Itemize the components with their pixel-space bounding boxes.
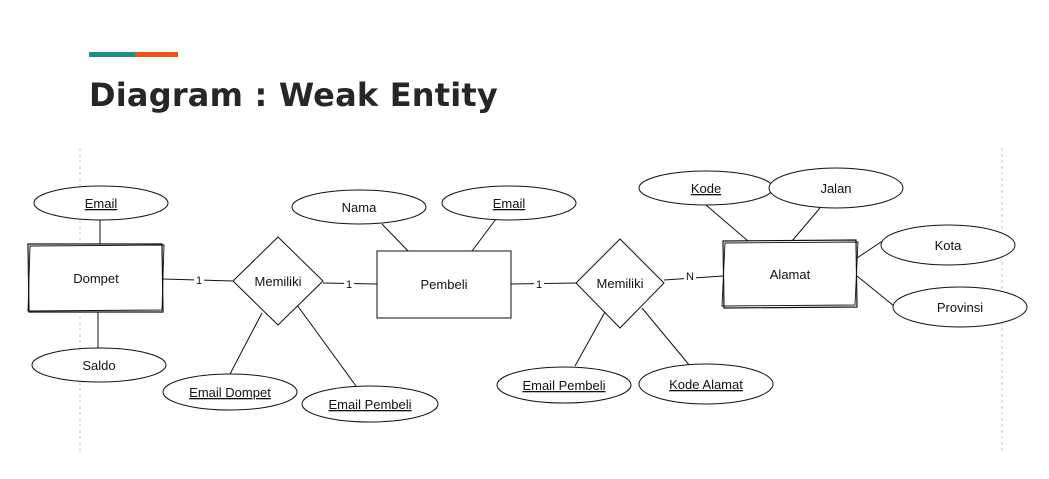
connector-alamat-provinsi [856,275,895,307]
connector-pembeli-email [471,218,497,252]
attribute-pembeli-email-label: Email [493,196,526,211]
attribute-pembeli-nama-label: Nama [342,200,377,215]
attribute-dompet-email-label: Email [85,196,118,211]
attribute-rel1-email-dompet-label: Email Dompet [189,385,271,400]
cardinality-bg-4 [684,269,696,282]
relationship-memiliki-2: Memiliki [575,238,665,329]
cardinality-pembeli-rel2: 1 [536,279,542,291]
attribute-rel2-kode-alamat [638,363,774,405]
attribute-dompet-saldo [31,347,167,383]
attribute-pembeli-email [441,185,577,221]
relationship-memiliki-2-label: Memiliki [597,276,644,291]
attribute-rel2-email-pembeli-label: Email Pembeli [522,378,605,393]
accent-bar-orange [135,52,178,57]
connector-rel1-email-pembeli [296,304,357,387]
entity-alamat: Alamat [721,239,859,309]
relationship-memiliki-1-label: Memiliki [255,274,302,289]
attribute-alamat-provinsi [892,286,1028,328]
attribute-pembeli-nama [291,189,427,225]
attribute-rel1-email-dompet [162,373,298,411]
entity-pembeli-border [376,250,512,319]
cardinality-bg-2 [344,277,354,290]
attribute-alamat-kota-label: Kota [935,238,963,253]
cardinality-dompet-rel1: 1 [196,275,202,287]
cardinality-rel1-pembeli: 1 [346,279,352,291]
cardinality-bg-1 [194,273,204,286]
entity-dompet: Dompet [27,243,165,313]
slide-title: Diagram : Weak Entity [89,76,498,114]
attribute-rel2-email-pembeli [496,366,632,404]
entity-alamat-label: Alamat [770,267,811,282]
attribute-alamat-kota [880,224,1016,266]
connector-alamat-jalan [791,207,821,242]
attribute-rel1-email-pembeli [301,385,439,423]
entity-alamat-border-sketch [721,241,859,307]
attribute-rel2-kode-alamat-label: Kode Alamat [669,377,743,392]
connector-rel1-email-dompet [229,312,263,375]
attribute-alamat-jalan-label: Jalan [820,181,851,196]
connector-alamat-kota [856,239,885,259]
connector-rel2-kode-alamat [641,307,691,367]
relationship-memiliki-1-shape [232,236,324,326]
accent-bar-teal [89,52,135,57]
attribute-alamat-jalan [768,167,904,209]
entity-pembeli: Pembeli [376,250,512,319]
attribute-dompet-saldo-label: Saldo [82,358,115,373]
attribute-alamat-kode-label: Kode [691,181,721,196]
entity-pembeli-label: Pembeli [421,277,468,292]
connector-rel2-email-pembeli [574,311,606,367]
attribute-alamat-provinsi-label: Provinsi [937,300,983,315]
cardinality-bg-3 [534,277,544,290]
relationship-memiliki-1: Memiliki [232,236,324,326]
connector-pembeli-nama [381,223,409,252]
cardinality-rel2-alamat: N [686,271,694,283]
entity-dompet-label: Dompet [73,271,119,286]
entity-alamat-border [722,239,858,309]
connector-alamat-kode [705,204,749,242]
relationship-memiliki-2-shape [575,238,665,329]
attribute-rel1-email-pembeli-label: Email Pembeli [328,397,411,412]
attribute-dompet-email [33,185,169,221]
entity-dompet-border-sketch [27,244,165,312]
